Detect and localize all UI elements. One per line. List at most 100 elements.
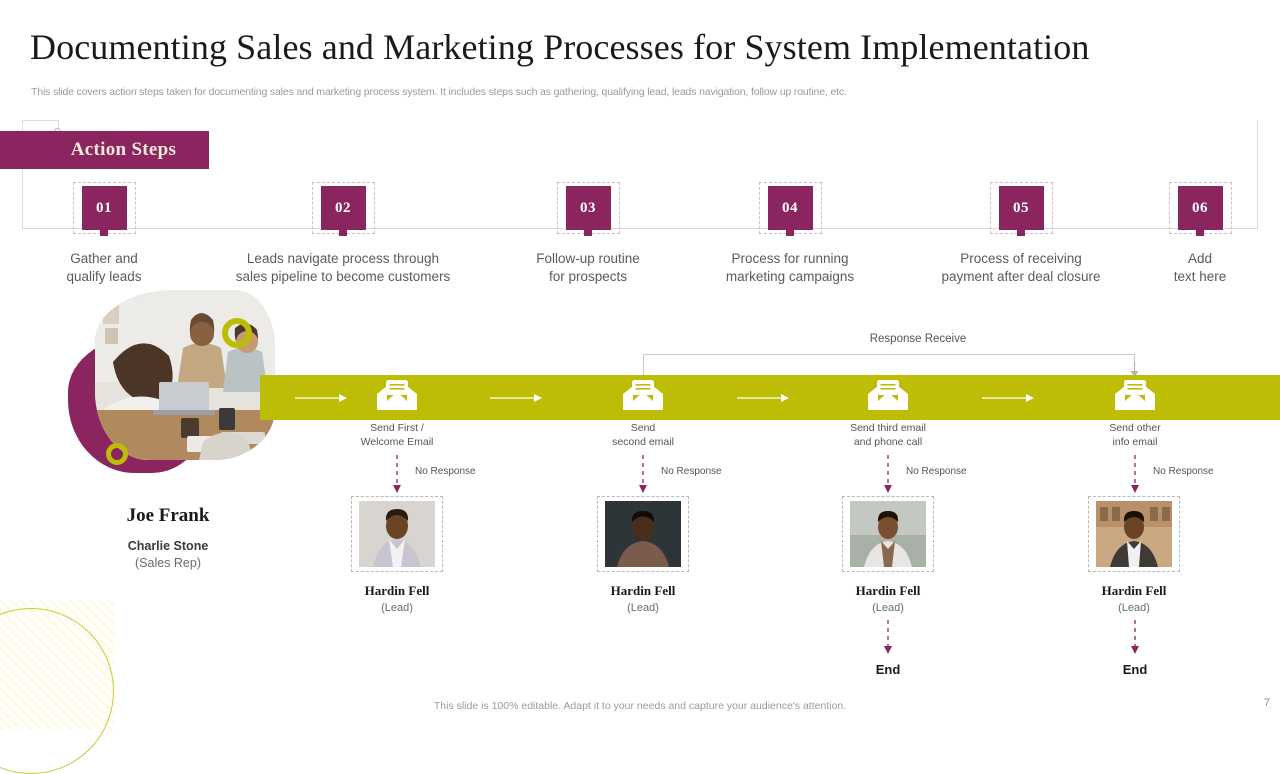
lead-card-2[interactable]: Hardin Fell (Lead): [597, 496, 689, 614]
response-receive-label: Response Receive: [869, 333, 967, 345]
no-response-arrow-icon-2: [639, 455, 647, 493]
lead-card-3[interactable]: Hardin Fell (Lead): [842, 496, 934, 614]
step-badge-stub-06: [1196, 229, 1204, 236]
step-badge-stub-01: [100, 229, 108, 236]
steps-baseline: [22, 228, 1258, 229]
flow-node-label-1: Send First / Welcome Email: [360, 422, 434, 449]
step-badge-wrap-03: 03: [556, 182, 620, 236]
step-badge-wrap-02: 02: [311, 182, 375, 236]
sales-rep-photo-group: [60, 288, 290, 478]
lead-photo-2: [605, 501, 681, 567]
no-response-label-3: No Response: [906, 466, 967, 477]
sales-rep-photo: [95, 290, 275, 460]
step-badge-stub-03: [584, 229, 592, 236]
end-label-3: End: [875, 662, 901, 677]
step-label-04: Process for running marketing campaigns: [725, 251, 855, 285]
step-badge-04: 04: [767, 186, 813, 230]
step-label-03: Follow-up routine for prospects: [536, 251, 640, 285]
end-arrow-icon-4: [1131, 620, 1139, 654]
no-response-label-4: No Response: [1153, 466, 1214, 477]
step-label-06: Add text here: [1173, 251, 1227, 285]
step-label-05: Process of receiving payment after deal …: [941, 251, 1101, 285]
flow-node-label-3: Send third email and phone call: [850, 422, 926, 449]
lead-role-3: (Lead): [872, 602, 904, 614]
step-item-06[interactable]: 06 Add text here: [1100, 182, 1280, 286]
lead-name-2: Hardin Fell: [610, 583, 676, 598]
flow-arrow-icon-4: [982, 394, 1034, 402]
envelope-icon: [868, 380, 908, 410]
flow-node-4[interactable]: Send other info email: [1075, 378, 1195, 449]
lead-photo-4: [1096, 501, 1172, 567]
team-meeting-photo-illustration: [95, 290, 275, 460]
action-steps-banner: Action Steps: [0, 131, 209, 169]
no-response-arrow-icon-3: [884, 455, 892, 493]
action-steps-banner-label: Action Steps: [70, 139, 177, 160]
lead-photo-frame-4: [1088, 496, 1180, 572]
lead-role-4: (Lead): [1118, 602, 1150, 614]
lead-role-1: (Lead): [381, 602, 413, 614]
lead-name-3: Hardin Fell: [855, 583, 921, 598]
sales-rep-sub-name: Charlie Stone: [127, 539, 209, 553]
step-badge-02: 02: [320, 186, 366, 230]
page-title: Documenting Sales and Marketing Processe…: [30, 27, 1090, 67]
end-label-4: End: [1122, 662, 1148, 677]
flow-node-3[interactable]: Send third email and phone call: [828, 378, 948, 449]
step-badge-stub-05: [1017, 229, 1025, 236]
step-item-01[interactable]: 01 Gather and qualify leads: [4, 182, 204, 286]
lead-role-2: (Lead): [627, 602, 659, 614]
step-badge-03: 03: [565, 186, 611, 230]
lead-portrait-illustration-2: [605, 501, 681, 567]
lead-portrait-illustration-1: [359, 501, 435, 567]
step-item-04[interactable]: 04 Process for running marketing campaig…: [690, 182, 890, 286]
step-badge-05: 05: [998, 186, 1044, 230]
lead-card-1[interactable]: Hardin Fell (Lead): [351, 496, 443, 614]
flow-node-1[interactable]: Send First / Welcome Email: [337, 378, 457, 449]
response-receive-arrow-icon: [1130, 362, 1139, 377]
lead-name-4: Hardin Fell: [1101, 583, 1167, 598]
step-badge-stub-02: [339, 229, 347, 236]
envelope-icon: [377, 380, 417, 410]
lead-photo-1: [359, 501, 435, 567]
lead-card-4[interactable]: Hardin Fell (Lead): [1088, 496, 1180, 614]
flow-arrow-icon-2: [490, 394, 542, 402]
lead-photo-frame-3: [842, 496, 934, 572]
step-item-05[interactable]: 05 Process of receiving payment after de…: [921, 182, 1121, 286]
decorative-circle-outline: [0, 608, 114, 774]
footer-note: This slide is 100% editable. Adapt it to…: [433, 700, 847, 712]
page-number: 7: [1263, 697, 1270, 709]
lead-photo-frame-2: [597, 496, 689, 572]
flow-node-label-4: Send other info email: [1109, 422, 1161, 449]
lead-name-1: Hardin Fell: [364, 583, 430, 598]
no-response-label-1: No Response: [415, 466, 476, 477]
slide-root: Documenting Sales and Marketing Processe…: [0, 27, 1280, 774]
envelope-icon: [623, 380, 663, 410]
end-arrow-icon-3: [884, 620, 892, 654]
lead-portrait-illustration-4: [1096, 501, 1172, 567]
lead-photo-3: [850, 501, 926, 567]
page-subtitle: This slide covers action steps taken for…: [31, 86, 847, 98]
highlight-ring-bottom-left: [106, 443, 128, 465]
step-badge-06: 06: [1177, 186, 1223, 230]
step-item-03[interactable]: 03 Follow-up routine for prospects: [488, 182, 688, 286]
flow-node-label-2: Send second email: [612, 422, 674, 449]
lead-photo-frame-1: [351, 496, 443, 572]
flow-arrow-icon-1: [295, 394, 347, 402]
step-badge-wrap-06: 06: [1168, 182, 1232, 236]
step-badge-stub-04: [786, 229, 794, 236]
step-badge-wrap-05: 05: [989, 182, 1053, 236]
step-badge-01: 01: [81, 186, 127, 230]
flow-arrow-icon-3: [737, 394, 789, 402]
envelope-icon: [1115, 380, 1155, 410]
flow-node-2[interactable]: Send second email: [583, 378, 703, 449]
no-response-arrow-icon-4: [1131, 455, 1139, 493]
step-badge-wrap-01: 01: [72, 182, 136, 236]
no-response-arrow-icon-1: [393, 455, 401, 493]
lead-portrait-illustration-3: [850, 501, 926, 567]
step-item-02[interactable]: 02 Leads navigate process through sales …: [236, 182, 450, 286]
step-label-01: Gather and qualify leads: [66, 251, 142, 285]
sales-rep-role: (Sales Rep): [135, 556, 201, 570]
step-label-02: Leads navigate process through sales pip…: [235, 251, 451, 285]
step-badge-wrap-04: 04: [758, 182, 822, 236]
highlight-ring-top-right: [222, 318, 252, 348]
sales-rep-name: Joe Frank: [126, 505, 210, 526]
